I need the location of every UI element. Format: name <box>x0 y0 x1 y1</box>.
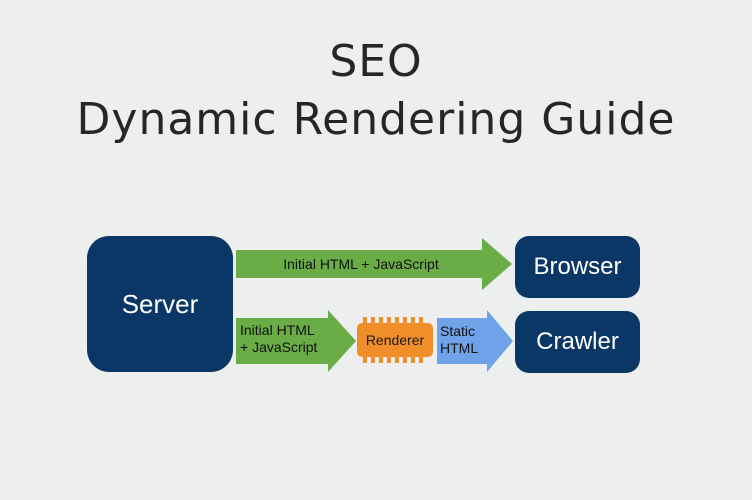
label-initial-html-line2: + JavaScript <box>240 339 318 355</box>
arrow-renderer-to-crawler <box>437 310 513 372</box>
arrow-server-to-renderer <box>236 310 356 372</box>
server-node: Server <box>87 236 233 372</box>
label-initial-html-line1: Initial HTML <box>240 322 315 338</box>
title-line-1: SEO <box>329 36 423 87</box>
crawler-label: Crawler <box>536 328 619 355</box>
label-initial-html-js: Initial HTML + JavaScript <box>283 256 439 272</box>
arrow-server-to-browser <box>236 238 512 290</box>
browser-node: Browser <box>515 236 640 298</box>
renderer-node: Renderer <box>357 323 433 357</box>
title-line-2: Dynamic Rendering Guide <box>76 94 676 145</box>
label-initial-html-js-2: Initial HTML + JavaScript <box>240 322 335 356</box>
label-static-line2: HTML <box>440 340 479 356</box>
label-static-html: Static HTML <box>440 323 486 357</box>
server-label: Server <box>121 288 199 319</box>
renderer-label: Renderer <box>365 332 425 348</box>
crawler-node: Crawler <box>515 311 640 373</box>
browser-label: Browser <box>533 253 622 280</box>
label-static-line1: Static <box>440 323 476 339</box>
